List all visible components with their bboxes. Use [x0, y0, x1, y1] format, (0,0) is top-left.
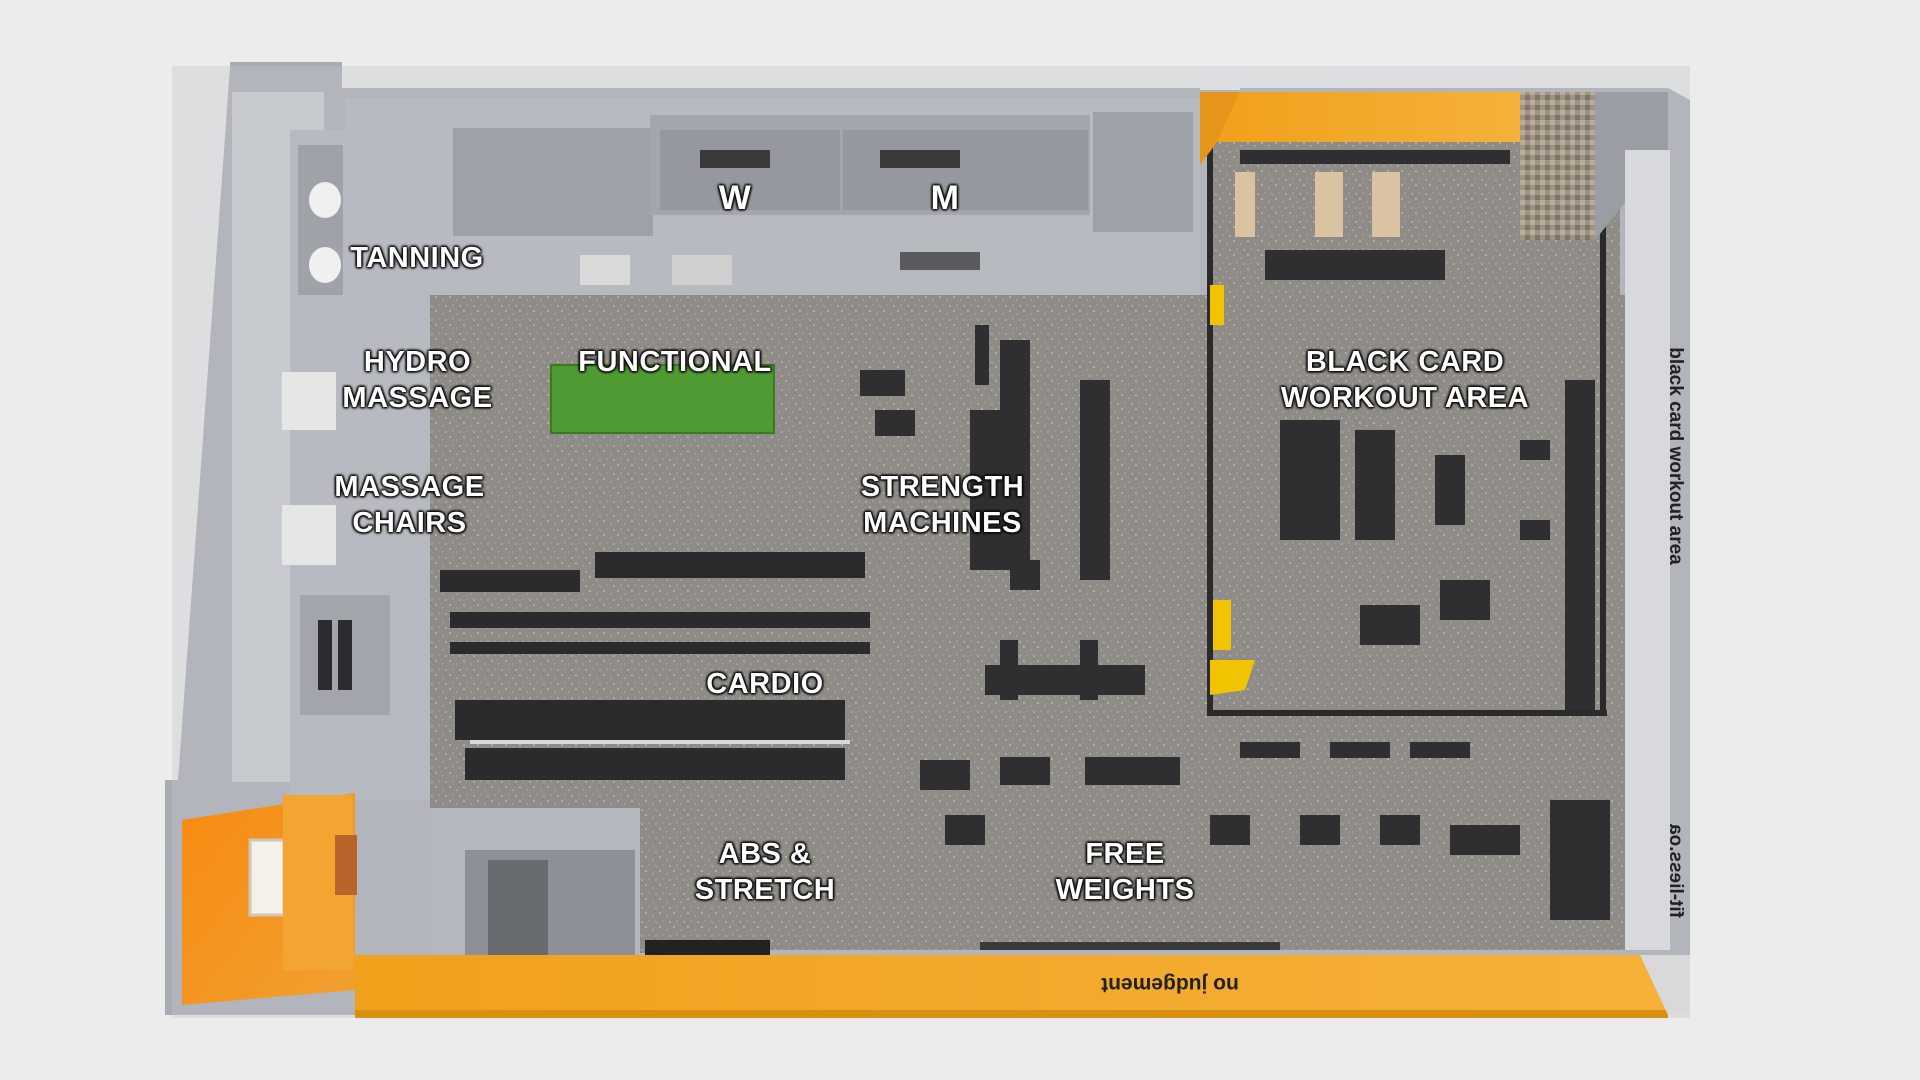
zone-label-tanning: TANNING: [328, 240, 506, 276]
zone-label-functional-text: FUNCTIONAL: [578, 346, 772, 378]
right-wall-strip: [1625, 150, 1670, 950]
zone-label-abs-stretch: ABS & STRETCH: [680, 836, 850, 908]
zone-label-mens-room: M: [910, 180, 980, 216]
zone-label-mens-room-text: M: [930, 179, 960, 217]
zone-label-black-card: BLACK CARD WORKOUT AREA: [1255, 344, 1555, 416]
black-card-equipment: [1235, 150, 1595, 710]
zone-label-functional: FUNCTIONAL: [560, 344, 790, 380]
strength-equipment: [860, 325, 1145, 700]
zone-label-free-weights: FREE WEIGHTS: [1035, 836, 1215, 908]
zone-label-massage-chairs-line-1: MASSAGE: [334, 471, 485, 503]
zone-label-free-weights-line-2: WEIGHTS: [1055, 874, 1195, 906]
zone-label-cardio-text: CARDIO: [706, 668, 824, 700]
zone-label-womens-room-text: W: [718, 179, 752, 217]
zone-label-strength-machines: STRENGTH MACHINES: [840, 469, 1045, 541]
free-weights-equipment: [920, 742, 1610, 950]
bottom-yellow-wall: [355, 955, 1690, 1018]
zone-label-hydro-massage-line-1: HYDRO: [363, 346, 472, 378]
zone-label-strength-machines-line-2: MACHINES: [863, 507, 1022, 539]
zone-label-abs-stretch-line-1: ABS &: [718, 838, 812, 870]
wall-graphic-fit: fit-liess.oa: [1665, 824, 1686, 918]
zone-label-womens-room: W: [700, 180, 770, 216]
top-wing: [345, 98, 1200, 298]
functional-turf: [551, 365, 774, 433]
zone-label-free-weights-line-1: FREE: [1085, 838, 1165, 870]
orange-room: [182, 793, 357, 1005]
zone-label-black-card-line-2: WORKOUT AREA: [1280, 382, 1530, 414]
zone-label-tanning-text: TANNING: [350, 242, 484, 274]
wall-graphic-bottom: no judgement: [1101, 973, 1239, 996]
zone-label-hydro-massage: HYDRO MASSAGE: [335, 344, 500, 416]
zone-label-massage-chairs-line-2: CHAIRS: [352, 507, 467, 539]
zone-label-cardio: CARDIO: [680, 666, 850, 702]
zone-label-strength-machines-line-1: STRENGTH: [860, 471, 1025, 503]
zone-label-black-card-line-1: BLACK CARD: [1305, 346, 1505, 378]
cardio-equipment: [440, 552, 870, 780]
wall-graphic-black-card: black card workout area: [1665, 347, 1686, 565]
zone-label-hydro-massage-line-2: MASSAGE: [342, 382, 493, 414]
zone-label-abs-stretch-line-2: STRETCH: [694, 874, 836, 906]
zone-label-massage-chairs: MASSAGE CHAIRS: [322, 469, 497, 541]
